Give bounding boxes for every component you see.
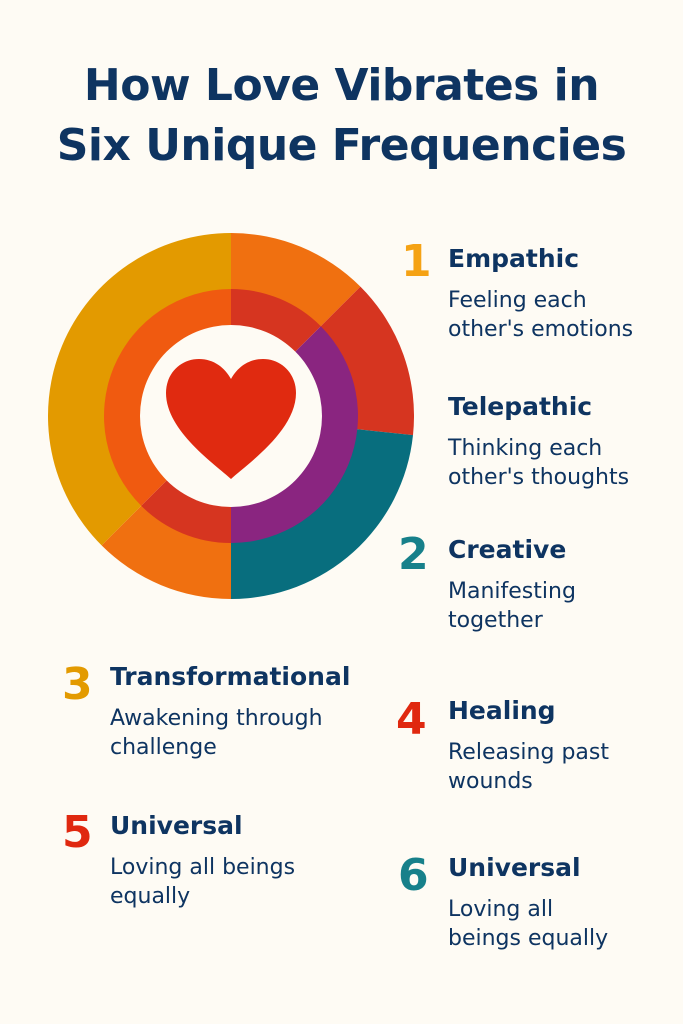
item-desc-line2: beings equally [448, 926, 609, 951]
item-desc-line1: Thinking each [448, 436, 603, 461]
item-desc-line2: equally [110, 884, 191, 909]
heart-icon [166, 359, 296, 479]
outer-ring [48, 233, 414, 599]
item-desc-line2: challenge [110, 735, 217, 760]
ring-chart [48, 233, 414, 599]
inner-ring-segment [104, 289, 231, 506]
item-heading: Creative [448, 535, 567, 564]
outer-ring-segment [101, 505, 231, 599]
number-4: 4 [396, 694, 427, 745]
item-heading: Transformational [110, 662, 351, 691]
item-desc-line2: wounds [448, 769, 533, 794]
item-heading: Telepathic [448, 392, 593, 421]
item-desc-line1: Releasing past [448, 740, 609, 765]
item-desc-line1: Loving all beings [110, 855, 296, 880]
item-desc-line1: Awakening through [110, 706, 323, 731]
number-3: 3 [62, 659, 93, 710]
item-desc-line2: other's thoughts [448, 465, 630, 490]
item-heading: Empathic [448, 244, 580, 273]
outer-ring-segment [320, 286, 414, 436]
outer-ring-segment [231, 233, 361, 327]
inner-ring-segment [141, 478, 231, 543]
item-heading: Universal [448, 853, 581, 882]
number-5: 5 [62, 807, 93, 858]
number-2: 2 [398, 529, 429, 580]
title-line-1: How Love Vibrates in [83, 60, 600, 111]
inner-ring-segment [231, 289, 321, 354]
item-desc-line1: Loving all [448, 897, 554, 922]
number-6: 6 [398, 850, 429, 901]
item-heading: Universal [110, 811, 243, 840]
inner-ring-segment [231, 326, 358, 543]
frequency-ring-diagram [48, 233, 414, 599]
item-desc-line2: other's emotions [448, 317, 634, 342]
title-line-2: Six Unique Frequencies [56, 120, 627, 171]
outer-ring-segment [48, 233, 232, 546]
item-desc-line2: together [448, 608, 543, 633]
outer-ring-segment [231, 429, 413, 599]
inner-ring [104, 289, 358, 543]
item-desc-line1: Manifesting [448, 579, 576, 604]
page-title: How Love Vibrates in Six Unique Frequenc… [0, 56, 683, 176]
item-heading: Healing [448, 696, 556, 725]
number-1: 1 [401, 236, 432, 287]
item-desc-line1: Feeling each [448, 288, 587, 313]
